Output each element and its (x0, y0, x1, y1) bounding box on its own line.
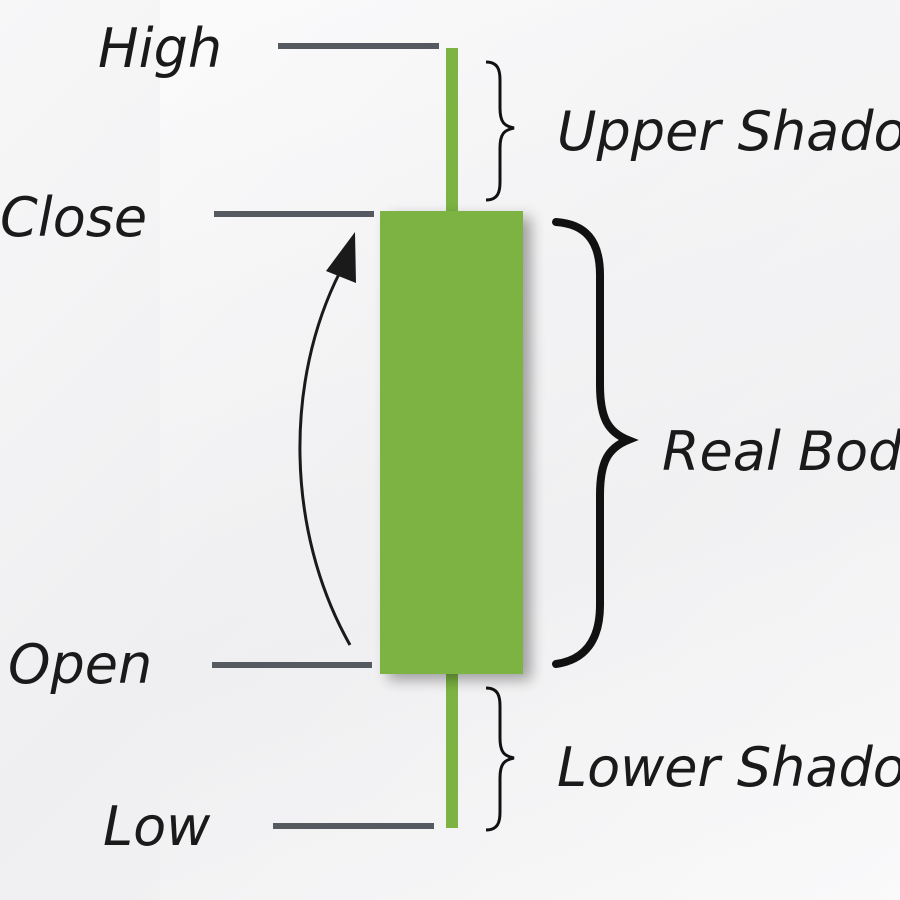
lower-shadow-label: Lower Shadow (557, 736, 900, 799)
upper-wick (446, 48, 458, 214)
upper-shadow-label: Upper Shadow (557, 100, 900, 163)
open-to-close-arrow (298, 271, 352, 646)
upper-shadow-brace (485, 60, 515, 202)
low-label: Low (103, 795, 211, 858)
real-body-label: Real Body (662, 420, 900, 483)
arrow-head (326, 232, 356, 283)
lower-wick (446, 670, 458, 828)
candle-body (380, 211, 523, 674)
close-label: Close (0, 186, 147, 249)
high-label: High (98, 17, 222, 80)
open-label: Open (8, 633, 152, 696)
lower-shadow-brace (485, 686, 515, 832)
real-body-brace (552, 218, 639, 668)
